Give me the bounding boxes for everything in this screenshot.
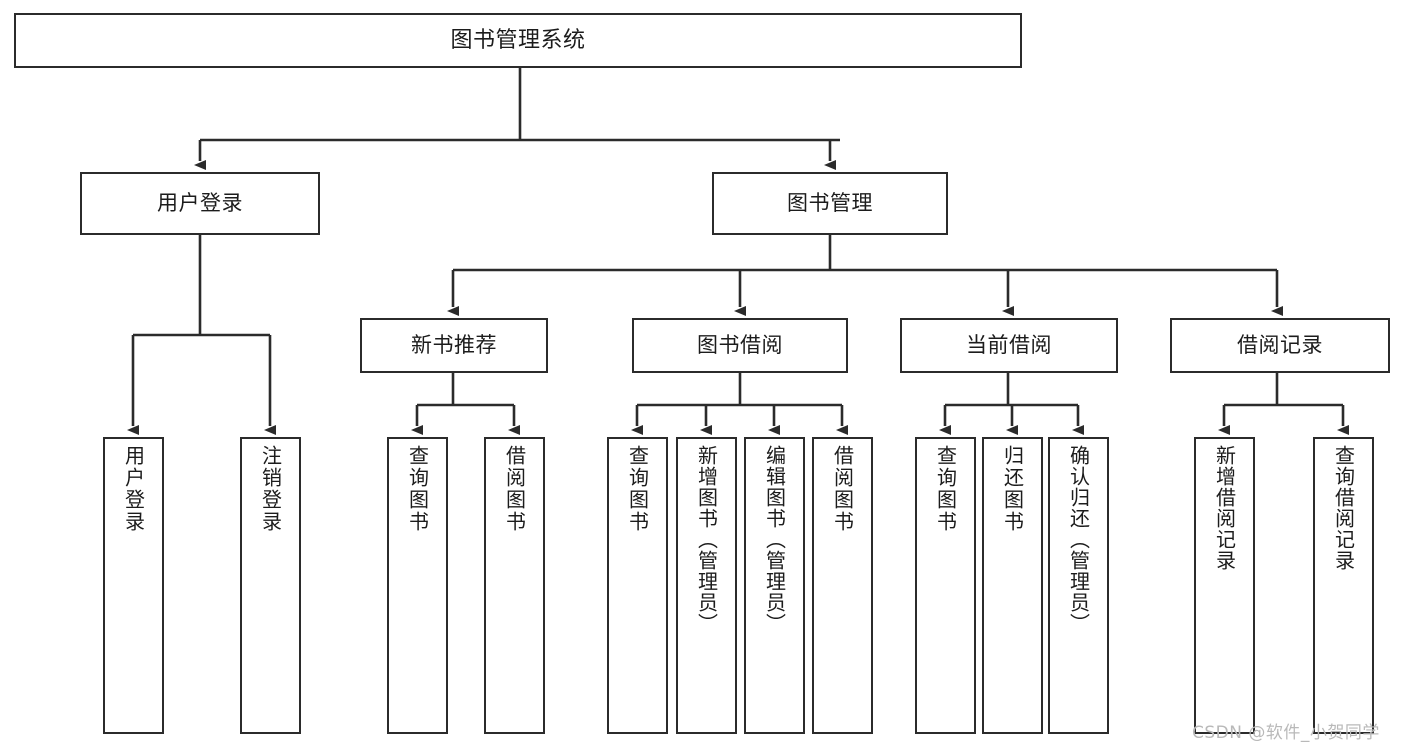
node-new-book-recommend[interactable]: 新书推荐 bbox=[360, 318, 548, 373]
node-leaf-edit-book[interactable]: 编辑图书（管理员） bbox=[744, 437, 805, 734]
node-current-borrow-label: 当前借阅 bbox=[966, 333, 1052, 358]
node-leaf-query-book-borrow-label: 查询图书 bbox=[625, 445, 650, 533]
node-current-borrow[interactable]: 当前借阅 bbox=[900, 318, 1118, 373]
node-leaf-add-book[interactable]: 新增图书（管理员） bbox=[676, 437, 737, 734]
node-leaf-confirm-return[interactable]: 确认归还（管理员） bbox=[1048, 437, 1109, 734]
node-leaf-query-book-recommend[interactable]: 查询图书 bbox=[387, 437, 448, 734]
node-leaf-query-borrow-record[interactable]: 查询借阅记录 bbox=[1313, 437, 1374, 734]
connector-new-book-recommend bbox=[411, 373, 520, 435]
node-leaf-add-book-label: 新增图书（管理员） bbox=[694, 445, 719, 634]
node-leaf-borrow-book-recommend-label: 借阅图书 bbox=[502, 445, 527, 533]
node-leaf-logout-label: 注销登录 bbox=[258, 445, 283, 533]
connector-user-login bbox=[127, 235, 276, 435]
node-book-borrow-label: 图书借阅 bbox=[697, 333, 783, 358]
connector-borrow-records bbox=[1218, 373, 1349, 435]
node-leaf-borrow-book-recommend[interactable]: 借阅图书 bbox=[484, 437, 545, 734]
node-leaf-user-login[interactable]: 用户登录 bbox=[103, 437, 164, 734]
node-leaf-return-book[interactable]: 归还图书 bbox=[982, 437, 1043, 734]
node-borrow-records-label: 借阅记录 bbox=[1237, 333, 1323, 358]
node-book-borrow[interactable]: 图书借阅 bbox=[632, 318, 848, 373]
node-new-book-recommend-label: 新书推荐 bbox=[411, 333, 497, 358]
connector-book-management bbox=[447, 235, 1283, 316]
node-leaf-user-login-label: 用户登录 bbox=[121, 445, 146, 533]
node-leaf-add-borrow-record[interactable]: 新增借阅记录 bbox=[1194, 437, 1255, 734]
node-leaf-query-book-current-label: 查询图书 bbox=[933, 445, 958, 533]
node-user-login-label: 用户登录 bbox=[157, 191, 243, 216]
node-leaf-borrow-book[interactable]: 借阅图书 bbox=[812, 437, 873, 734]
node-leaf-logout[interactable]: 注销登录 bbox=[240, 437, 301, 734]
node-book-management[interactable]: 图书管理 bbox=[712, 172, 948, 235]
node-leaf-edit-book-label: 编辑图书（管理员） bbox=[762, 445, 787, 634]
node-user-login[interactable]: 用户登录 bbox=[80, 172, 320, 235]
node-leaf-query-book-borrow[interactable]: 查询图书 bbox=[607, 437, 668, 734]
node-leaf-confirm-return-label: 确认归还（管理员） bbox=[1066, 445, 1091, 634]
node-book-management-label: 图书管理 bbox=[787, 191, 873, 216]
connector-current-borrow bbox=[939, 373, 1084, 435]
node-leaf-query-book-recommend-label: 查询图书 bbox=[405, 445, 430, 533]
node-root[interactable]: 图书管理系统 bbox=[14, 13, 1022, 68]
node-leaf-add-borrow-record-label: 新增借阅记录 bbox=[1212, 445, 1237, 571]
node-borrow-records[interactable]: 借阅记录 bbox=[1170, 318, 1390, 373]
node-leaf-query-borrow-record-label: 查询借阅记录 bbox=[1331, 445, 1356, 571]
node-leaf-borrow-book-label: 借阅图书 bbox=[830, 445, 855, 533]
node-root-label: 图书管理系统 bbox=[450, 27, 586, 53]
connector-root bbox=[194, 68, 840, 170]
node-leaf-query-book-current[interactable]: 查询图书 bbox=[915, 437, 976, 734]
connector-book-borrow bbox=[631, 373, 848, 435]
node-leaf-return-book-label: 归还图书 bbox=[1000, 445, 1025, 533]
